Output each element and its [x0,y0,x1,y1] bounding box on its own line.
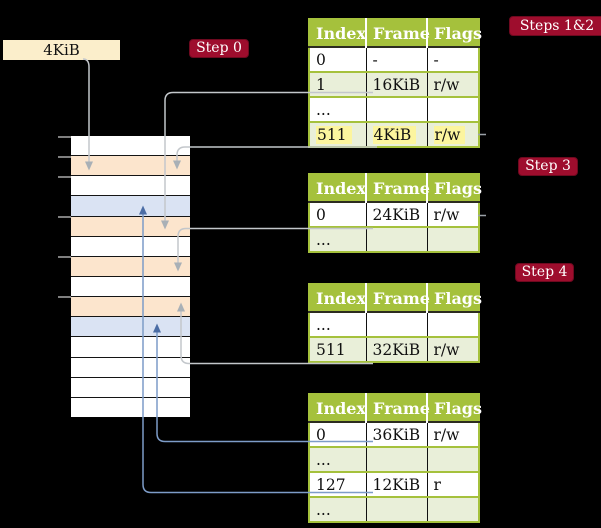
table-cell: 511 [309,121,366,147]
table-cell: 16KiB [365,71,427,97]
column-header: Frame [365,174,430,202]
memory-frame-row-9 [71,316,190,337]
table-row: 0-- [309,46,479,72]
table-cell: 32KiB [365,336,427,362]
step-0-badge: Step 0 [189,39,249,58]
column-header: Flags [426,394,482,422]
memory-frame-row-4 [71,215,190,236]
table-cell: ... [309,226,366,252]
memory-frame-row-2 [71,175,190,196]
table-cell: 511 [309,336,366,362]
table-row: ... [309,311,479,337]
column-header: Flags [426,174,482,202]
table-cell: - [365,46,427,72]
memory-tick [58,215,71,218]
column-header: Flags [426,19,482,47]
table-cell: 36KiB [365,421,427,447]
memory-tick [58,175,71,178]
table-cell [365,96,427,122]
column-header: Frame [365,394,430,422]
table-cell: 0 [309,201,366,227]
physical-memory-stack [71,136,190,417]
column-header: Flags [426,284,482,312]
step-3-badge: Step 3 [518,157,578,176]
memory-tick [58,135,71,138]
table-row: ... [309,496,479,522]
table-row: ... [309,226,479,252]
table-cell: r/w [426,121,479,147]
table-cell: r [426,471,479,497]
memory-frame-row-7 [71,275,190,297]
memory-frame-row-10 [71,336,190,357]
table-cell: 0 [309,421,366,447]
frame-size-label: 4KiB [3,40,120,60]
table-cell: 0 [309,46,366,72]
column-header: Index [309,19,366,47]
table-cell: r/w [426,201,479,227]
table-cell [365,496,427,522]
table-cell [365,226,427,252]
table-cell: 12KiB [365,471,427,497]
table-cell: - [426,46,479,72]
table-cell: 1 [309,71,366,97]
column-header: Index [309,174,366,202]
table-cell: ... [309,311,366,337]
memory-frame-row-5 [71,235,190,256]
table-cell: ... [309,446,366,472]
memory-frame-row-1 [71,155,190,176]
table-cell [365,311,427,337]
table-cell [426,226,479,252]
memory-frame-row-6 [71,255,190,276]
table-cell [426,96,479,122]
table-cell: r/w [426,336,479,362]
table-cell: ... [309,96,366,122]
memory-frame-row-12 [71,376,190,397]
table-cell: 24KiB [365,201,427,227]
memory-frame-row-13 [71,396,190,417]
table-row: ... [309,446,479,472]
memory-tick [58,155,71,158]
table-cell: r/w [426,71,479,97]
memory-tick [58,255,71,258]
table-cell: 127 [309,471,366,497]
memory-frame-row-0 [71,136,190,156]
memory-tick [58,296,71,299]
table-cell [426,311,479,337]
column-header: Index [309,284,366,312]
step-4-badge: Step 4 [515,263,574,282]
table-row: ... [309,96,479,122]
table-cell [426,496,479,522]
table-cell: r/w [426,421,479,447]
table-cell: 4KiB [365,121,427,147]
memory-frame-row-11 [71,356,190,377]
memory-frame-row-8 [71,296,190,317]
table-cell [426,446,479,472]
column-header: Index [309,394,366,422]
memory-frame-row-3 [71,195,190,216]
column-header: Frame [365,19,430,47]
table-cell: ... [309,496,366,522]
arrow-pt1-entry511-to-frame-4kib [173,146,377,170]
column-header: Frame [365,284,430,312]
steps-1-2-badge: Steps 1&2 [509,16,601,36]
table-cell [365,446,427,472]
